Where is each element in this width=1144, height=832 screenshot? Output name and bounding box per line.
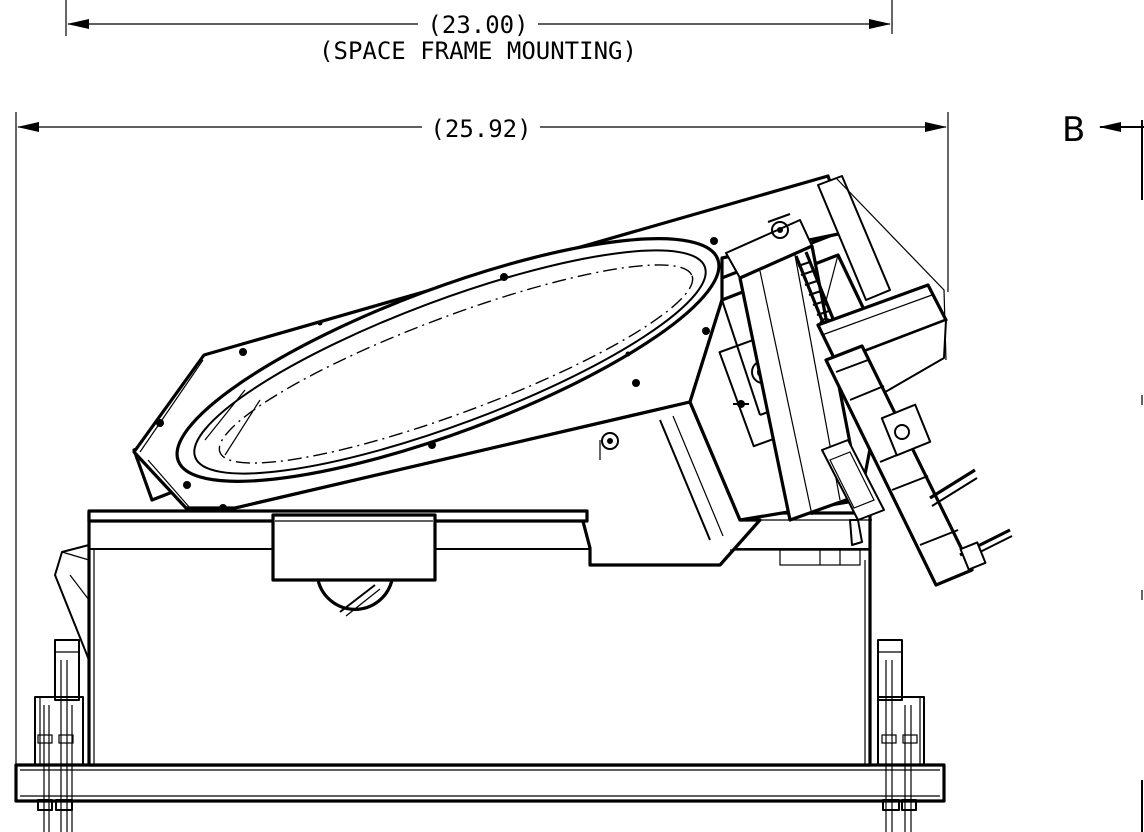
lower-box-frame — [54, 511, 872, 767]
base-plate — [14, 763, 946, 803]
dimension-note-space-frame: (SPACE FRAME MOUNTING) — [319, 37, 637, 65]
tilted-platform — [132, 174, 850, 567]
section-marker-b: B — [1062, 110, 1144, 832]
pneumatic-cylinder — [824, 344, 1013, 587]
dimension-overall: (25.92) — [15, 112, 949, 770]
mounting-stud-left — [34, 639, 84, 832]
mounting-stud-right — [877, 639, 925, 832]
dimension-value-25-92: (25.92) — [430, 115, 531, 143]
dimension-space-frame: (23.00) (SPACE FRAME MOUNTING) — [65, 0, 893, 65]
dimension-value-23: (23.00) — [427, 11, 528, 39]
lower-support-web — [730, 519, 872, 566]
section-label: B — [1062, 110, 1085, 150]
top-cover-plate — [87, 509, 589, 617]
